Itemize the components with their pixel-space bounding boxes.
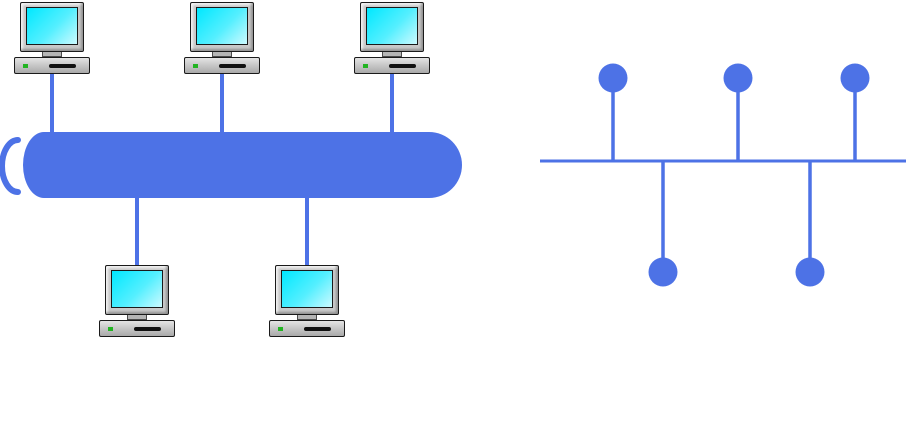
schematic-node — [648, 257, 678, 287]
monitor-screen — [26, 7, 78, 45]
links-layer — [50, 74, 394, 268]
monitor-icon — [360, 2, 424, 52]
computer-top-3 — [354, 2, 430, 74]
computer-case — [184, 57, 260, 74]
disk-slot-icon — [219, 64, 246, 68]
monitor-stand — [127, 315, 147, 320]
power-led-icon — [193, 64, 198, 68]
power-led-icon — [23, 64, 28, 68]
monitor-screen — [196, 7, 248, 45]
disk-slot-icon — [389, 64, 416, 68]
computer-bottom-2 — [269, 265, 345, 337]
schematic-node — [795, 257, 825, 287]
monitor-screen — [111, 270, 163, 308]
power-led-icon — [363, 64, 368, 68]
computer-top-1 — [14, 2, 90, 74]
bus-open-rim-icon — [0, 137, 21, 195]
disk-slot-icon — [49, 64, 76, 68]
monitor-screen — [281, 270, 333, 308]
schematic-node — [598, 63, 628, 93]
monitor-stand — [212, 52, 232, 57]
monitor-icon — [190, 2, 254, 52]
monitor-stand — [382, 52, 402, 57]
power-led-icon — [278, 327, 283, 331]
monitor-icon — [105, 265, 169, 315]
monitor-stand — [297, 315, 317, 320]
computer-case — [14, 57, 90, 74]
computer-bottom-1 — [99, 265, 175, 337]
schematic-node — [723, 63, 753, 93]
computer-case — [354, 57, 430, 74]
schematic-layer — [540, 63, 906, 287]
power-led-icon — [108, 327, 113, 331]
schematic-node — [840, 63, 870, 93]
monitor-icon — [20, 2, 84, 52]
bus-pipe — [23, 132, 462, 198]
computer-top-2 — [184, 2, 260, 74]
computer-case — [269, 320, 345, 337]
computer-case — [99, 320, 175, 337]
monitor-screen — [366, 7, 418, 45]
monitor-icon — [275, 265, 339, 315]
disk-slot-icon — [134, 327, 161, 331]
disk-slot-icon — [304, 327, 331, 331]
monitor-stand — [42, 52, 62, 57]
